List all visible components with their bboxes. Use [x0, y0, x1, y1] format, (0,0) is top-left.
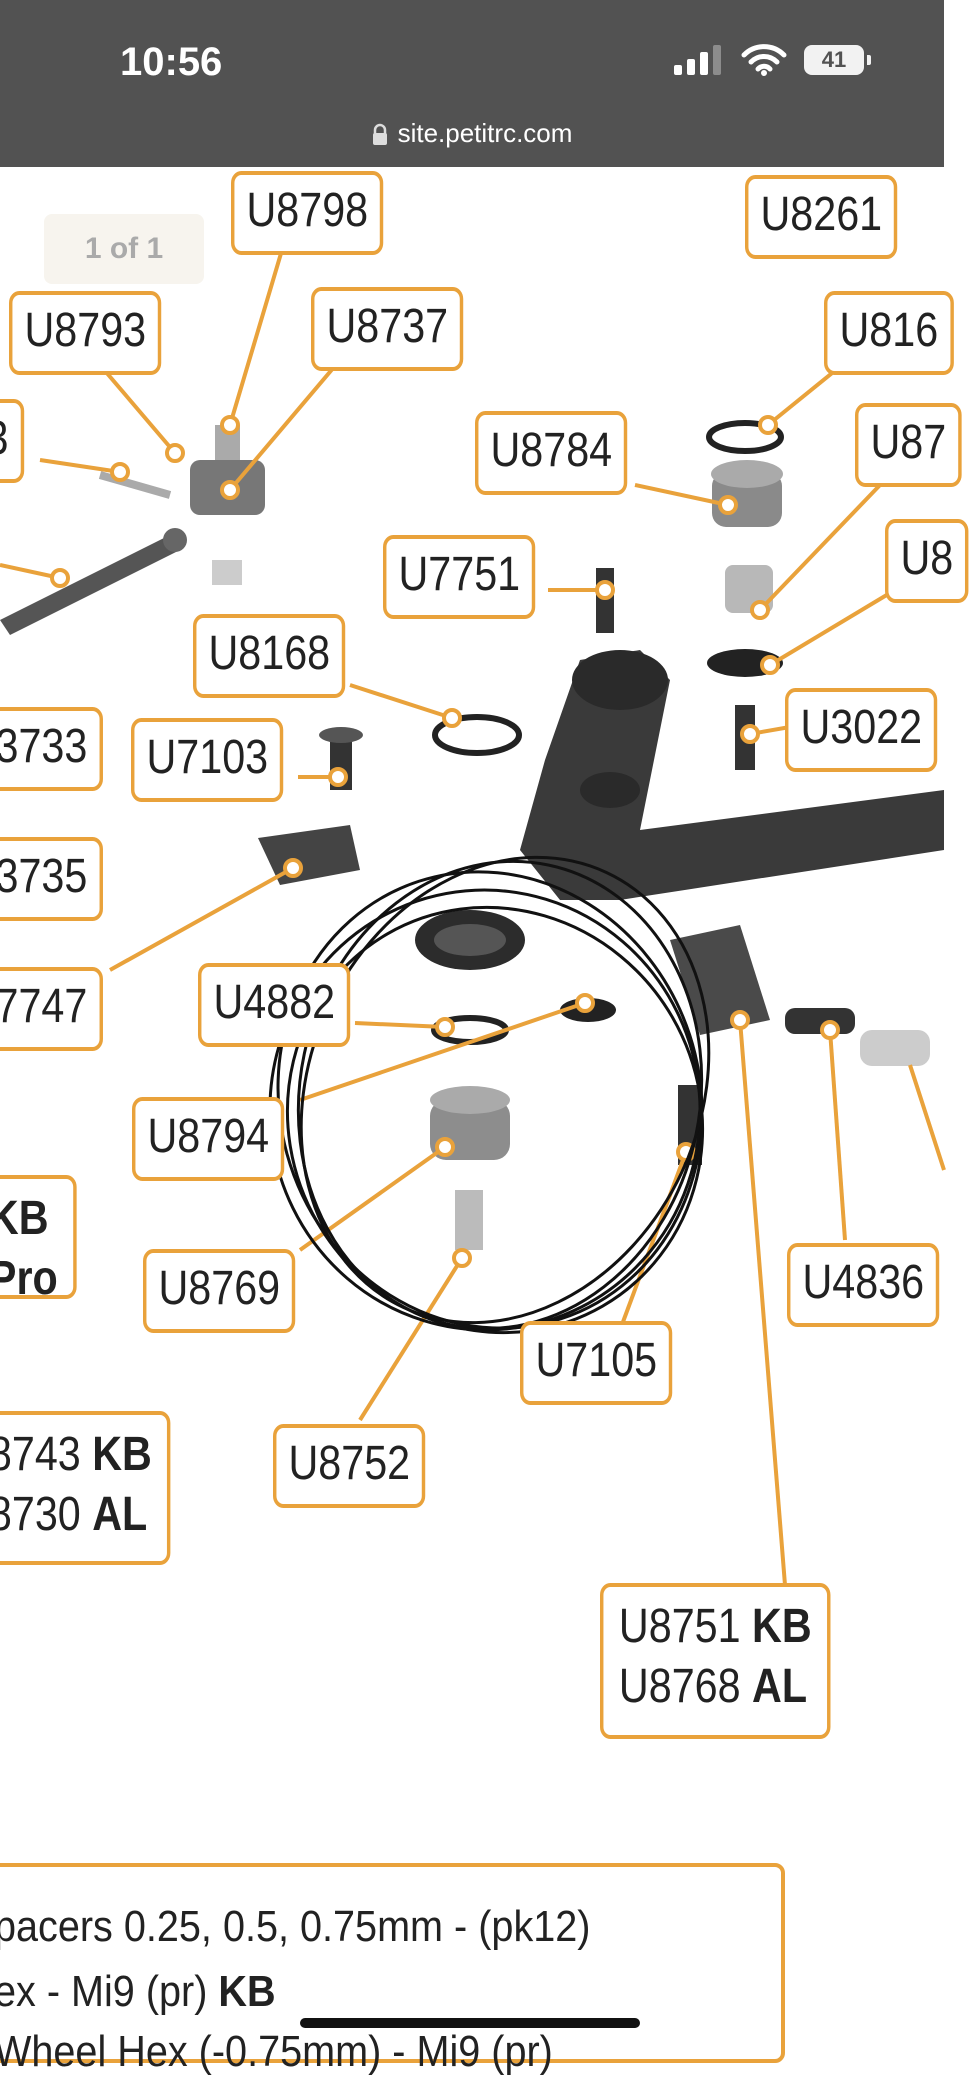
description-line-2: ex - Mi9 (pr) KB [0, 1967, 276, 2017]
part-label-u4882[interactable]: U4882 [198, 963, 351, 1047]
part-label-3735[interactable]: 3735 [0, 837, 103, 921]
part-label-u8[interactable]: U8 [885, 519, 969, 603]
part-code-u8751: U8751 [618, 1600, 741, 1653]
home-indicator[interactable] [300, 2018, 640, 2028]
description-line-3: Wheel Hex (-0.75mm) - Mi9 (pr) [0, 2027, 553, 2076]
part-label-u816[interactable]: U816 [824, 291, 954, 375]
signal-icon [674, 45, 721, 75]
part-label-3733[interactable]: 3733 [0, 707, 103, 791]
part-code-u8768: U8768 [618, 1660, 741, 1713]
battery-level: 41 [821, 47, 847, 72]
description-line-1: pacers 0.25, 0.5, 0.75mm - (pk12) [0, 1902, 591, 1951]
part-label-u8752[interactable]: U8752 [273, 1424, 426, 1508]
battery-icon: 41 [804, 45, 871, 75]
description-line-2-bold: KB [218, 1967, 276, 2016]
part-label-kb-pro-line2: Pro [0, 1252, 58, 1305]
part-variant-al: AL [92, 1488, 148, 1541]
part-label-3[interactable]: 3 [0, 399, 24, 483]
part-code-8743: 8743 [0, 1428, 81, 1481]
part-variant-al-2: AL [752, 1660, 808, 1713]
parts-description-box: pacers 0.25, 0.5, 0.75mm - (pk12) ex - M… [0, 1863, 785, 2076]
status-time: 10:56 [120, 40, 223, 84]
part-label-u8769[interactable]: U8769 [143, 1249, 296, 1333]
part-label-u8794[interactable]: U8794 [132, 1097, 285, 1181]
page-indicator: 1 of 1 [44, 214, 204, 284]
part-label-u7103[interactable]: U7103 [131, 718, 284, 802]
part-label-u3022[interactable]: U3022 [785, 688, 938, 772]
part-label-u8751-u8768[interactable]: U8751 KB U8768 AL [600, 1583, 831, 1739]
url-text: site.petitrc.com [397, 118, 573, 148]
part-variant-kb: KB [92, 1428, 152, 1481]
part-label-u8793[interactable]: U8793 [9, 291, 162, 375]
part-label-7747[interactable]: 7747 [0, 967, 103, 1051]
wifi-icon [741, 44, 787, 76]
lock-icon [372, 123, 387, 146]
description-line-2-text: ex - Mi9 (pr) [0, 1967, 219, 2016]
part-label-u7751[interactable]: U7751 [383, 535, 536, 619]
part-label-u8798[interactable]: U8798 [231, 171, 384, 255]
part-label-kb-pro-line1: KB [0, 1192, 49, 1245]
part-label-u8784[interactable]: U8784 [475, 411, 628, 495]
part-label-u7105[interactable]: U7105 [520, 1321, 673, 1405]
part-label-u8737[interactable]: U8737 [311, 287, 464, 371]
part-label-8743-8730[interactable]: 8743 KB 8730 AL [0, 1411, 171, 1565]
part-label-u87[interactable]: U87 [855, 403, 962, 487]
exploded-view-drawing [0, 249, 946, 1586]
address-bar[interactable]: site.petitrc.com [0, 118, 944, 149]
part-label-kb-pro[interactable]: KB Pro [0, 1175, 77, 1305]
part-variant-kb-2: KB [752, 1600, 812, 1653]
part-label-u4836[interactable]: U4836 [787, 1243, 940, 1327]
parts-diagram: U8798 U8261 U8793 U8737 U816 3 U8784 U87… [0, 167, 969, 2048]
part-label-u8261[interactable]: U8261 [745, 175, 898, 259]
part-code-8730: 8730 [0, 1488, 81, 1541]
part-label-u8168[interactable]: U8168 [193, 614, 346, 698]
status-icons: 41 [674, 44, 871, 76]
status-bar: 10:56 41 site.petitrc.com [0, 0, 944, 167]
